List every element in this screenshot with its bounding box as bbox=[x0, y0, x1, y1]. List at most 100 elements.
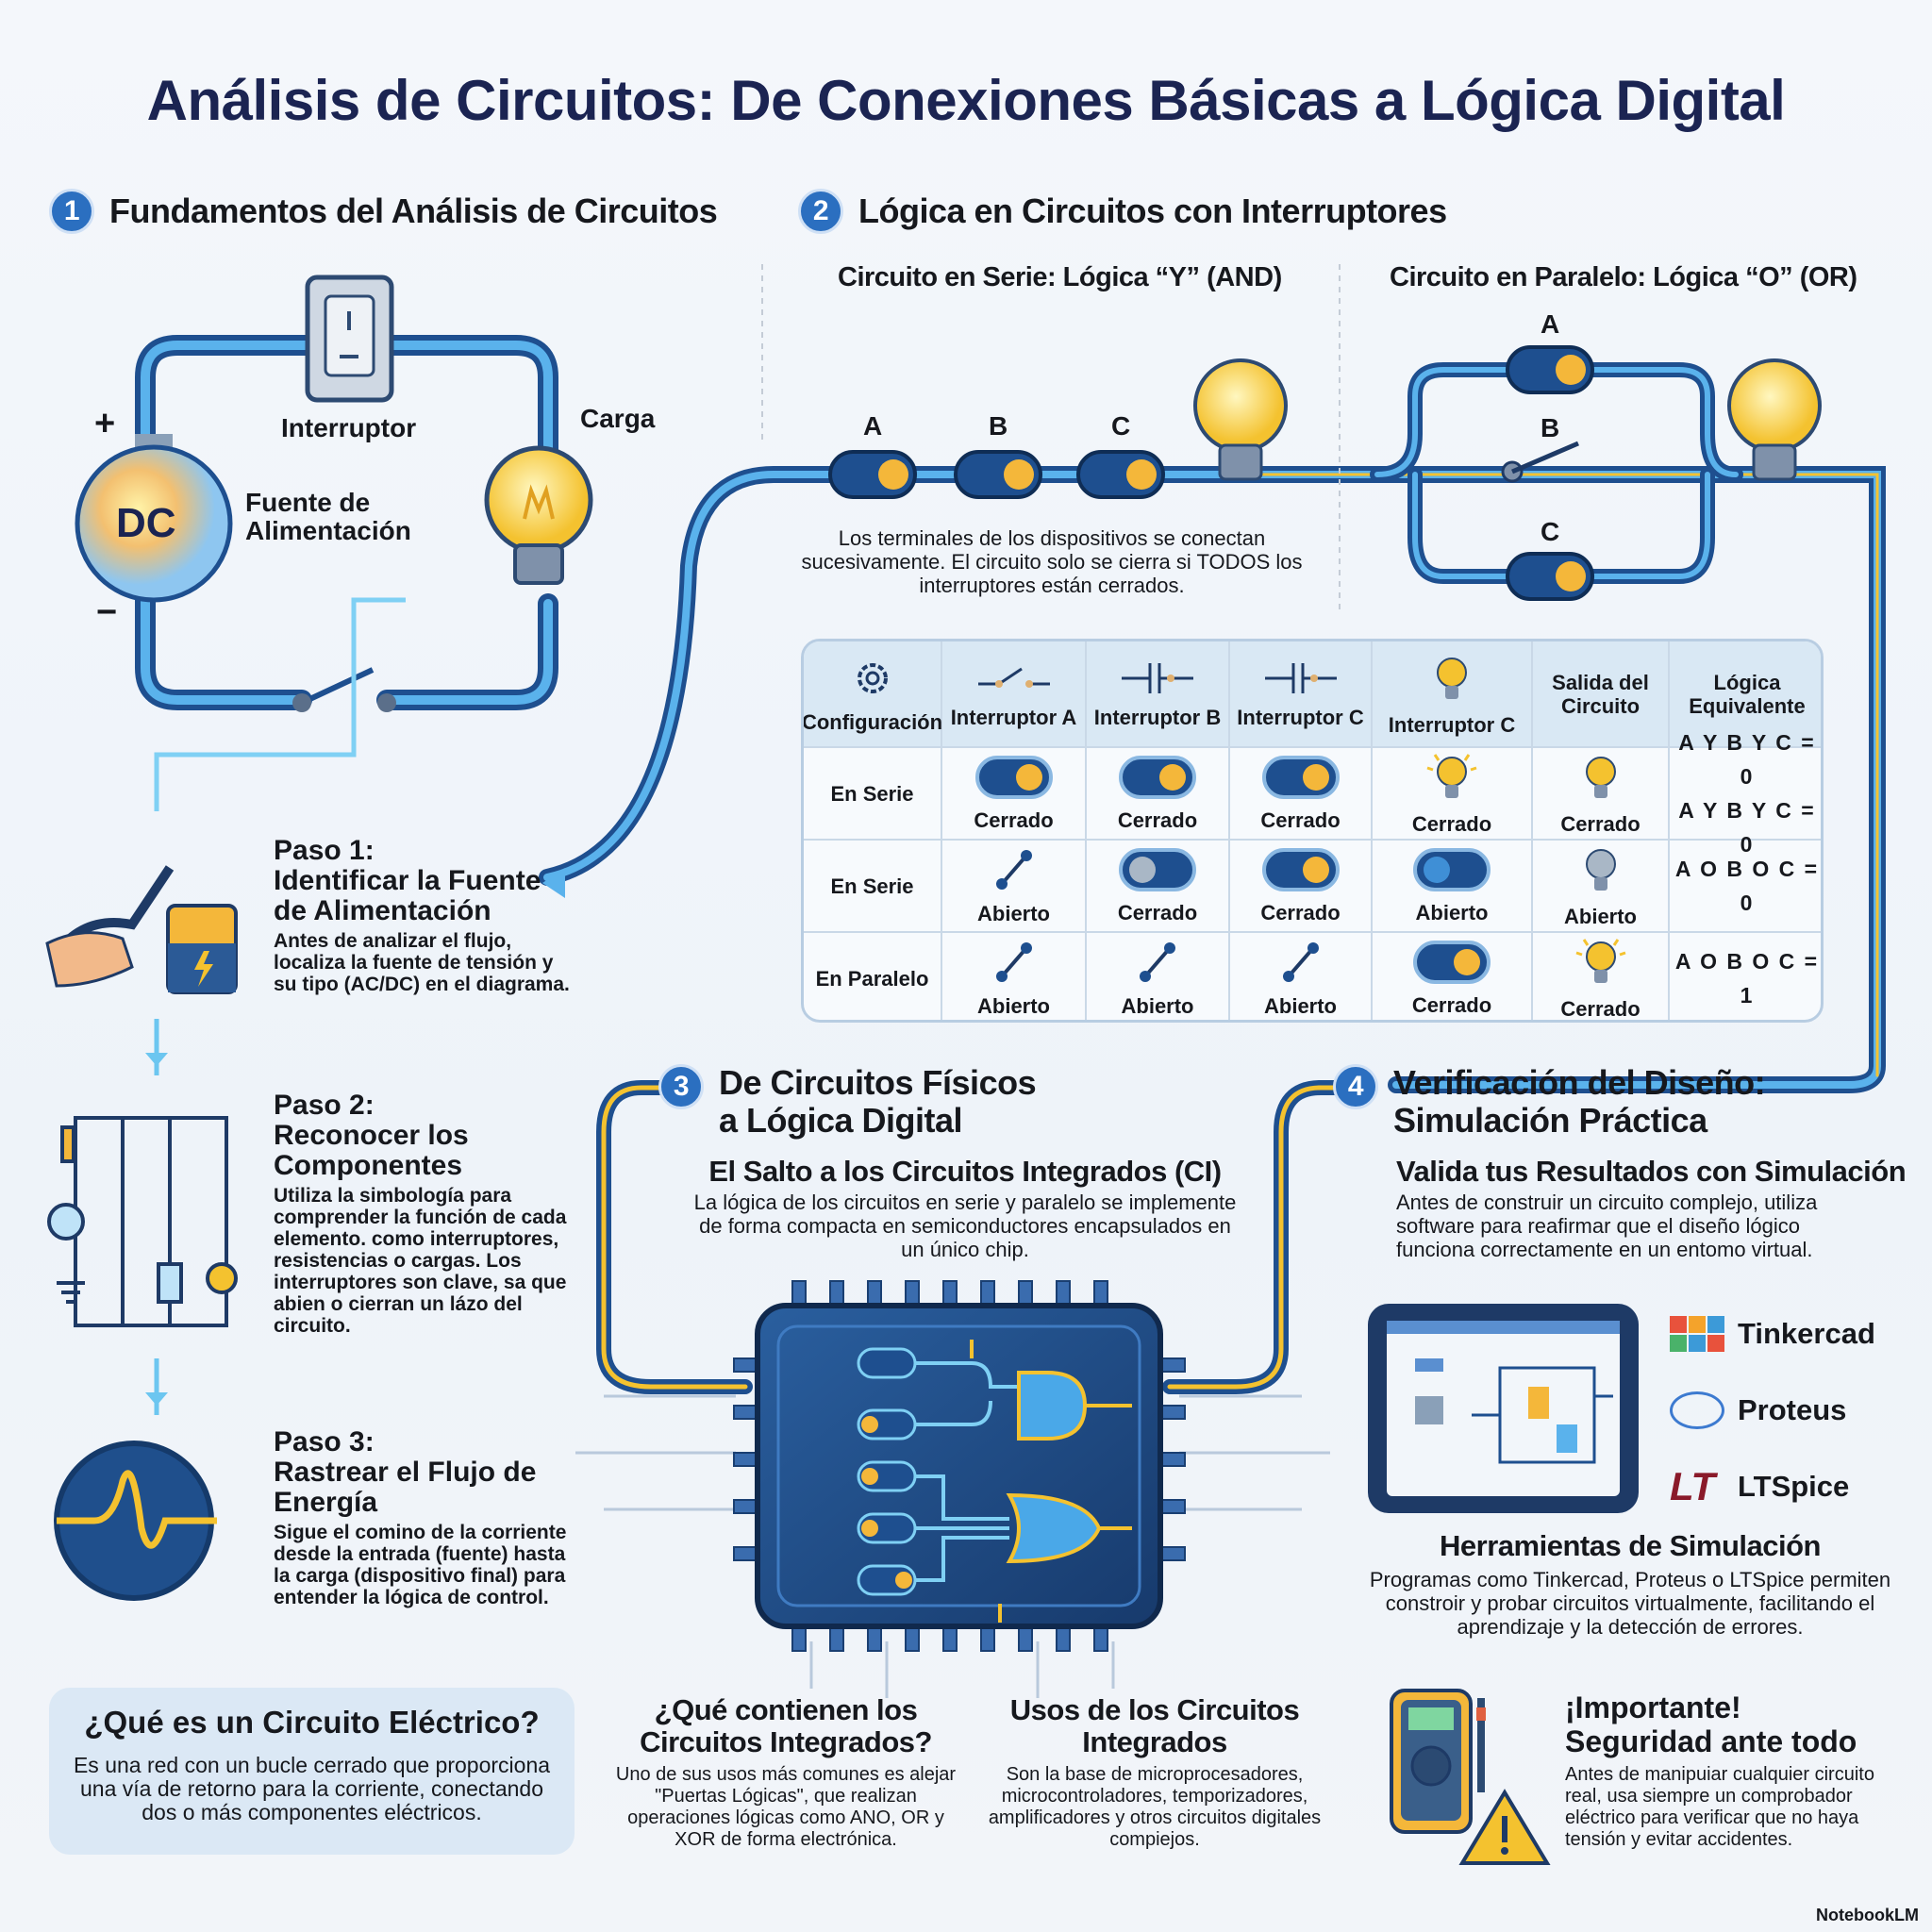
bulb-on-icon bbox=[1573, 751, 1629, 812]
parallel-bulb-icon bbox=[1727, 358, 1822, 481]
tool-proteus: Proteus bbox=[1670, 1391, 1846, 1429]
open-icon bbox=[991, 939, 1038, 994]
ic-contents-title: ¿Qué contienen los Circuitos Integrados? bbox=[640, 1693, 932, 1758]
state-label: Abierto bbox=[977, 902, 1050, 925]
bulb-lit-icon bbox=[1424, 751, 1480, 812]
toggle-on-icon bbox=[1118, 755, 1197, 808]
config-cell: En Paralelo bbox=[804, 933, 942, 1020]
open-icon bbox=[991, 846, 1038, 902]
section-number: 4 bbox=[1333, 1064, 1378, 1109]
logic-expression: A O B O C = 1 bbox=[1674, 949, 1820, 1008]
open-icon bbox=[1134, 939, 1181, 994]
logic-cell: A Y B Y C = 0 A Y B Y C = 0 bbox=[1670, 730, 1821, 857]
step-text: Sigue el comino de la corriente desde la… bbox=[274, 1522, 567, 1608]
bulb-off-icon bbox=[1573, 843, 1629, 905]
bulb-icon bbox=[484, 445, 593, 585]
step-text: Utiliza la simbología para comprender la… bbox=[274, 1185, 567, 1337]
bulb-lit-icon bbox=[1573, 936, 1629, 997]
section-title-line-2: Simulación Práctica bbox=[1393, 1101, 1707, 1140]
logic-expression: A Y B Y C = 0 bbox=[1678, 730, 1816, 789]
state-cell: Cerrado bbox=[1373, 748, 1533, 841]
plus-sign: + bbox=[94, 404, 116, 443]
logic-cell: A O B O C = 0 bbox=[1670, 841, 1821, 933]
dc-label: DC bbox=[116, 500, 176, 546]
ic-uses-text: Son la base de microprocesadores, microc… bbox=[988, 1764, 1322, 1850]
definition-box: ¿Qué es un Circuito Eléctrico?Es una red… bbox=[49, 1688, 575, 1855]
logic-expression: A Y B Y C = 0 bbox=[1678, 798, 1816, 857]
state-label: Abierto bbox=[1121, 994, 1194, 1018]
header-label: Interruptor B bbox=[1093, 705, 1222, 729]
step-title: Paso 2: bbox=[274, 1090, 375, 1121]
state-label: Abierto bbox=[1564, 905, 1637, 928]
header-label: Interruptor C bbox=[1388, 712, 1516, 737]
source-label: Fuente de Alimentación bbox=[245, 488, 411, 545]
state-cell: Abierto bbox=[1533, 841, 1670, 933]
series-title: Circuito en Serie: Lógica “Y” (AND) bbox=[838, 262, 1282, 292]
section-4-text: Antes de construir un circuito complejo,… bbox=[1396, 1191, 1818, 1261]
state-cell: Cerrado bbox=[1087, 841, 1230, 933]
section-3-subtitle: El Salto a los Circuitos Integrados (CI) bbox=[708, 1155, 1222, 1188]
basic-circuit-loop bbox=[135, 335, 558, 712]
state-label: Cerrado bbox=[1117, 901, 1198, 924]
table-header-cell: Lógica Equivalente bbox=[1670, 641, 1821, 748]
safety-text: Antes de manipuiar cualquier circuito re… bbox=[1565, 1764, 1874, 1850]
state-label: Cerrado bbox=[1260, 901, 1341, 924]
ic-contents-text: Uno de sus usos más comunes es alejar "P… bbox=[615, 1764, 957, 1850]
state-cell: Abierto bbox=[1373, 841, 1533, 933]
dc-source-icon bbox=[75, 434, 233, 603]
toggle-on-icon bbox=[974, 755, 1054, 808]
ic-contents-block: ¿Qué contienen los Circuitos Integrados?… bbox=[607, 1694, 965, 1851]
section-3-text: La lógica de los circuitos en serie y pa… bbox=[693, 1191, 1237, 1261]
state-label: Cerrado bbox=[1411, 993, 1492, 1017]
header-label: Interruptor C bbox=[1237, 705, 1364, 729]
table-header-cell: Configuración bbox=[804, 641, 942, 748]
capacitor-icon bbox=[1261, 659, 1341, 706]
waveform-icon bbox=[54, 1441, 217, 1601]
section-title: Lógica en Circuitos con Interruptores bbox=[858, 192, 1447, 230]
safety-title-1: ¡Importante! bbox=[1565, 1690, 1741, 1724]
state-label: Abierto bbox=[1264, 994, 1337, 1018]
page-title: Análisis de Circuitos: De Conexiones Bás… bbox=[146, 69, 1786, 132]
header-label: Lógica Equivalente bbox=[1689, 670, 1806, 718]
parallel-label-c: C bbox=[1541, 517, 1560, 546]
section-title-line-1: Verificación del Diseño: bbox=[1393, 1063, 1766, 1102]
table-header-cell: Salida del Circuito bbox=[1533, 641, 1670, 748]
section-4-header: 4 Verificación del Diseño:Simulación Prác… bbox=[1333, 1063, 1766, 1140]
table-header-cell: Interruptor A bbox=[942, 641, 1087, 748]
step-1: Paso 1:Identificar la Fuente de Alimenta… bbox=[274, 836, 575, 996]
config-cell: En Serie bbox=[804, 841, 942, 933]
toggle-on-icon bbox=[1261, 755, 1341, 808]
step-text: Antes de analizar el flujo, localiza la … bbox=[274, 930, 570, 995]
toggle-on-icon bbox=[1261, 847, 1341, 901]
toggle-on-icon bbox=[1412, 940, 1491, 993]
section-title-line-1: De Circuitos Físicos bbox=[719, 1063, 1037, 1102]
integrated-circuit-chip-icon bbox=[575, 1280, 1330, 1698]
state-cell: Abierto bbox=[942, 841, 1087, 933]
logic-expression: A O B O C = 0 bbox=[1674, 857, 1820, 915]
series-label-b: B bbox=[989, 411, 1008, 441]
section-title-line-2: a Lógica Digital bbox=[719, 1101, 963, 1140]
load-label: Carga bbox=[580, 404, 656, 433]
state-label: Abierto bbox=[977, 994, 1050, 1018]
tools-title: Herramientas de Simulación bbox=[1440, 1529, 1821, 1562]
ltspice-logo-icon: LT bbox=[1670, 1464, 1716, 1508]
parallel-title: Circuito en Paralelo: Lógica “O” (OR) bbox=[1390, 262, 1857, 292]
state-label: Cerrado bbox=[1260, 808, 1341, 832]
definition-title: ¿Qué es un Circuito Eléctrico? bbox=[84, 1705, 540, 1740]
state-label: Cerrado bbox=[1560, 997, 1641, 1021]
state-cell: Cerrado bbox=[1230, 841, 1373, 933]
switch-label: Interruptor bbox=[281, 413, 417, 442]
simulation-tablet-icon bbox=[1368, 1304, 1639, 1513]
state-cell: Cerrado bbox=[1230, 748, 1373, 841]
section-4-subtitle: Valida tus Resultados con Simulación bbox=[1396, 1155, 1907, 1188]
proteus-logo-icon bbox=[1670, 1391, 1724, 1429]
tool-name: Tinkercad bbox=[1738, 1317, 1875, 1350]
state-cell: Cerrado bbox=[1533, 748, 1670, 841]
